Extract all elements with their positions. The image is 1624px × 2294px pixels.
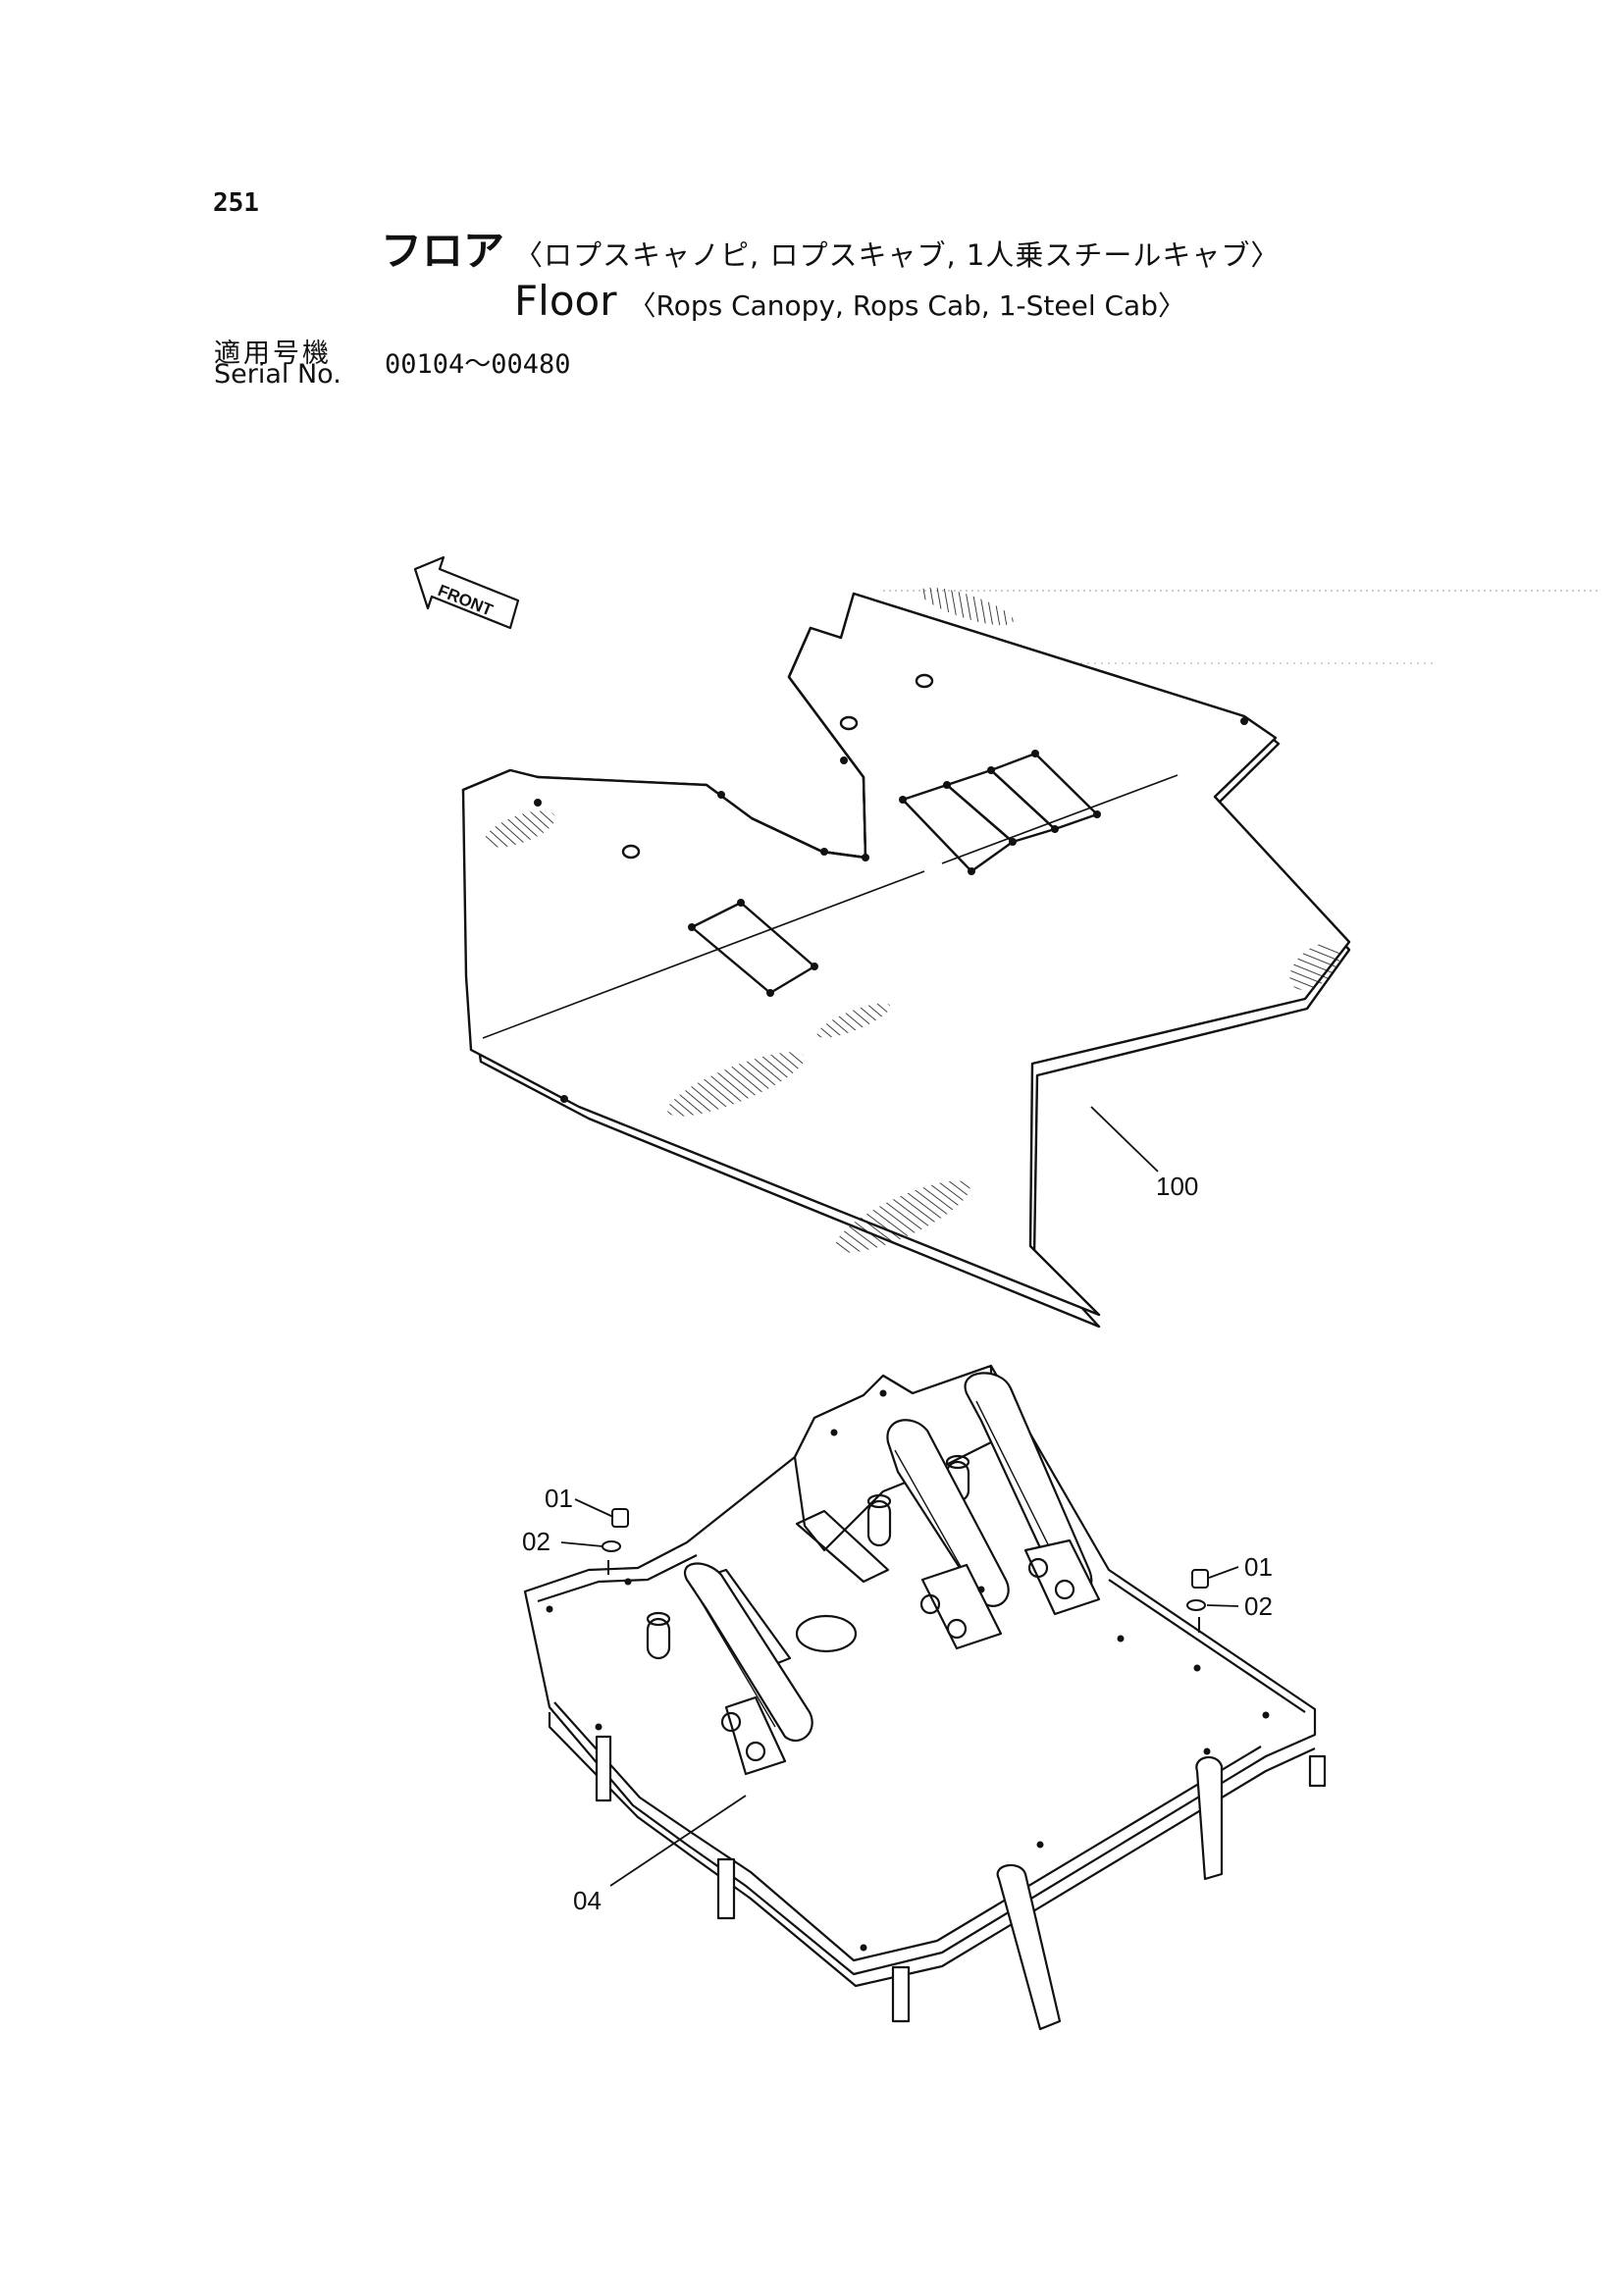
subtitle-jp: 〈ロプスキャノピ, ロプスキャブ, 1人乗スチールキャブ〉 <box>514 238 1281 272</box>
bolt-right-icon <box>1186 1569 1209 1633</box>
bolt-left-icon <box>602 1508 629 1575</box>
title-en-main: Floor <box>514 277 617 325</box>
title-jp-main: フロア <box>381 227 505 275</box>
page-title-jp: フロア〈ロプスキャノピ, ロプスキャブ, 1人乗スチールキャブ〉 <box>381 218 1280 278</box>
callout-02-left: 02 <box>522 1527 550 1556</box>
floor-mat-texture <box>484 587 1340 1253</box>
page-number: 251 <box>213 188 259 218</box>
floor-mat <box>461 592 1351 1329</box>
callout-100: 100 <box>1156 1172 1198 1201</box>
callout-04: 04 <box>573 1886 602 1915</box>
front-arrow-icon: FRONT <box>413 555 520 630</box>
serial-range: 00104～00480 <box>385 349 571 380</box>
callout-01-right: 01 <box>1244 1552 1273 1582</box>
callout-01-left: 01 <box>545 1484 573 1513</box>
serial-label-en: Serial No. <box>214 359 341 390</box>
callout-02-right: 02 <box>1244 1591 1273 1621</box>
floor-frame-assembly <box>523 1364 1327 2031</box>
serial-label-jp: 適用号機 <box>214 339 332 369</box>
subtitle-en: 〈Rops Canopy, Rops Cab, 1-Steel Cab〉 <box>628 289 1185 322</box>
page-title-en: Floor 〈Rops Canopy, Rops Cab, 1-Steel Cab… <box>514 277 1185 325</box>
